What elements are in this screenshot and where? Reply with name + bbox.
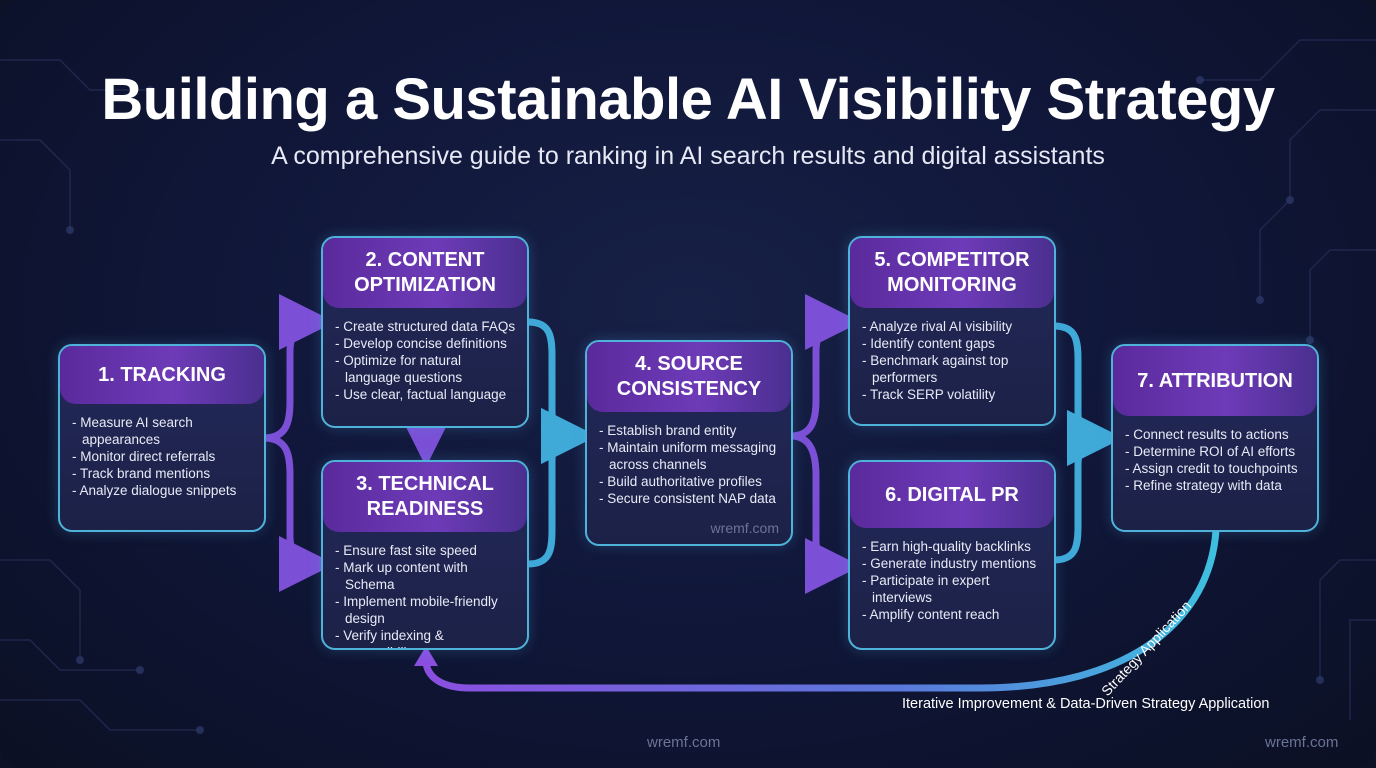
loop-label: Iterative Improvement & Data-Driven Stra… (902, 696, 1270, 712)
step-title: 6. DIGITAL PR (850, 462, 1054, 528)
step-item: Secure consistent NAP data (599, 490, 783, 507)
arrow-1-to-3 (263, 434, 335, 592)
arrow-3-to-4 (527, 408, 597, 568)
step-box-attribution: 7. ATTRIBUTION Connect results to action… (1111, 344, 1319, 532)
step-box-tracking: 1. TRACKING Measure AI search appearance… (58, 344, 266, 532)
step-title: 4. SOURCE CONSISTENCY (587, 342, 791, 412)
page-title: Building a Sustainable AI Visibility Str… (101, 67, 1275, 132)
step-items: Connect results to actions Determine ROI… (1113, 416, 1317, 500)
arrow-4-to-6 (790, 432, 861, 594)
step-item: Optimize for natural language questions (335, 352, 519, 386)
step-item: Assign credit to touchpoints (1125, 460, 1309, 477)
step-items: Measure AI search appearances Monitor di… (60, 404, 264, 505)
step-item: Determine ROI of AI efforts (1125, 443, 1309, 460)
step-item: Earn high-quality backlinks (862, 538, 1046, 555)
step-item: Analyze rival AI visibility (862, 318, 1046, 335)
step-title: 7. ATTRIBUTION (1113, 346, 1317, 416)
step-items: Establish brand entity Maintain uniform … (587, 412, 791, 513)
step-item: Amplify content reach (862, 606, 1046, 623)
step-box-source-consistency: 4. SOURCE CONSISTENCY Establish brand en… (585, 340, 793, 546)
step-items: Earn high-quality backlinks Generate ind… (850, 528, 1054, 629)
circuit-nodes (66, 76, 1324, 734)
box-watermark: wremf.com (710, 520, 779, 536)
step-item: Maintain uniform messaging across channe… (599, 439, 783, 473)
step-title: 5. COMPETITOR MONITORING (850, 238, 1054, 308)
step-item: Refine strategy with data (1125, 477, 1309, 494)
arrow-4-to-5 (790, 294, 861, 440)
watermark-bottom-center: wremf.com (647, 734, 721, 751)
arrow-5-to-7 (1053, 322, 1123, 466)
step-box-technical-readiness: 3. TECHNICAL READINESS Ensure fast site … (321, 460, 529, 650)
watermark-bottom-right: wremf.com (1265, 734, 1339, 751)
step-item: Ensure fast site speed (335, 542, 519, 559)
step-item: Monitor direct referrals (72, 448, 256, 465)
step-item: Implement mobile-friendly design (335, 593, 519, 627)
step-items: Analyze rival AI visibility Identify con… (850, 308, 1054, 409)
step-item: Build authoritative profiles (599, 473, 783, 490)
step-item: Use clear, factual language (335, 386, 519, 403)
step-item: Analyze dialogue snippets (72, 482, 256, 499)
arrow-2-to-4 (527, 318, 597, 464)
step-title: 1. TRACKING (60, 346, 264, 404)
step-item: Mark up content with Schema (335, 559, 519, 593)
feedback-loop-arrowhead (414, 646, 438, 666)
step-title: 2. CONTENT OPTIMIZATION (323, 238, 527, 308)
arrow-6-to-7 (1053, 410, 1123, 564)
page-subtitle: A comprehensive guide to ranking in AI s… (271, 142, 1105, 170)
step-item: Establish brand entity (599, 422, 783, 439)
step-item: Generate industry mentions (862, 555, 1046, 572)
arrow-1-to-2 (263, 294, 335, 442)
step-item: Develop concise definitions (335, 335, 519, 352)
step-box-digital-pr: 6. DIGITAL PR Earn high-quality backlink… (848, 460, 1056, 650)
step-item: Verify indexing & accessibility (335, 627, 519, 648)
feedback-loop-arrow (422, 529, 1220, 692)
step-item: Connect results to actions (1125, 426, 1309, 443)
step-item: Track brand mentions (72, 465, 256, 482)
step-item: Benchmark against top performers (862, 352, 1046, 386)
step-item: Create structured data FAQs (335, 318, 519, 335)
step-item: Identify content gaps (862, 335, 1046, 352)
step-box-content-optimization: 2. CONTENT OPTIMIZATION Create structure… (321, 236, 529, 428)
step-item: Measure AI search appearances (72, 414, 256, 448)
step-title: 3. TECHNICAL READINESS (323, 462, 527, 532)
step-item: Track SERP volatility (862, 386, 1046, 403)
step-items: Create structured data FAQs Develop conc… (323, 308, 527, 409)
circuit-traces (0, 39, 1376, 731)
step-box-competitor-monitoring: 5. COMPETITOR MONITORING Analyze rival A… (848, 236, 1056, 426)
step-item: Participate in expert interviews (862, 572, 1046, 606)
step-items: Ensure fast site speed Mark up content w… (323, 532, 527, 648)
